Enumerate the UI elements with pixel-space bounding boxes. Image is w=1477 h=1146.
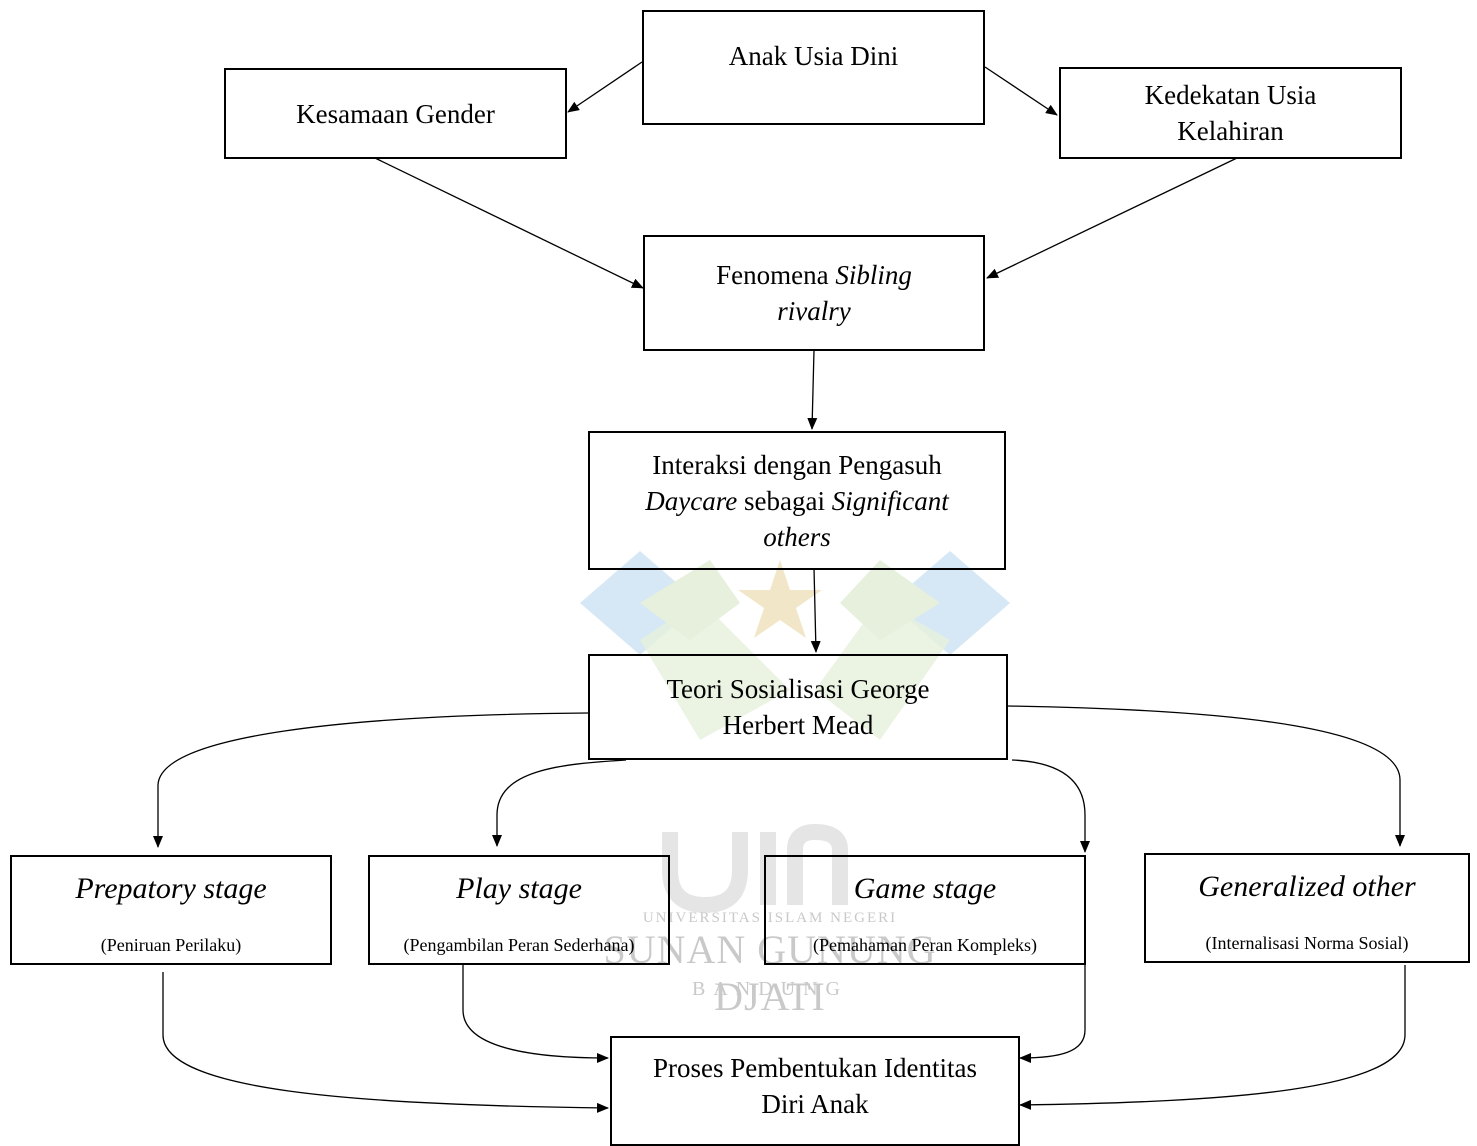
node-generalized-subtitle: (Internalisasi Norma Sosial) (1205, 933, 1409, 953)
node-teori-line1: Teori Sosialisasi George (666, 674, 930, 704)
node-interaksi-line1: Interaksi dengan Pengasuh (652, 449, 942, 480)
edge-interaksi-to-teori (810, 567, 821, 653)
node-prepatory-title: Prepatory stage (75, 872, 267, 905)
node-gender-label: Kesamaan Gender (296, 98, 495, 129)
edge-teori-to-prepatory (153, 712, 589, 848)
node-interaksi-italic-others: others (763, 521, 831, 552)
watermark-line-city: BANDUNG (692, 978, 848, 1000)
node-anak-usia-dini: Anak Usia Dini (642, 10, 985, 125)
edge-play-to-proses (462, 965, 609, 1063)
node-fenomena-italic-sibling: Sibling (835, 260, 912, 290)
node-fenomena-line1: Fenomena Sibling (716, 257, 912, 293)
node-kedekatan-line2: Kelahiran (1177, 116, 1284, 146)
node-interaksi-italic-daycare: Daycare (645, 485, 738, 516)
node-generalized-other: Generalized other (Internalisasi Norma S… (1144, 853, 1470, 963)
edge-teori-to-game (1011, 759, 1090, 853)
node-interaksi-pengasuh: Interaksi dengan Pengasuh Daycare sebaga… (588, 431, 1006, 570)
edge-generalized-to-proses (1019, 965, 1406, 1110)
node-prepatory-stage: Prepatory stage (Peniruan Perilaku) (10, 855, 332, 965)
edge-anak-to-kedekatan (984, 66, 1058, 116)
edge-kedekatan-to-fenomena (986, 157, 1238, 279)
node-game-subtitle: (Pemahaman Peran Kompleks) (813, 935, 1037, 955)
node-interaksi-line2: Daycare sebagai Significant (645, 483, 948, 519)
node-fenomena-prefix: Fenomena (716, 260, 836, 290)
edge-game-to-proses (1019, 965, 1086, 1063)
node-proses-line1: Proses Pembentukan Identitas (653, 1053, 977, 1083)
edge-anak-to-gender (567, 61, 643, 113)
node-interaksi-mid: sebagai (737, 485, 832, 516)
edge-teori-to-generalized (1007, 705, 1405, 847)
edge-gender-to-fenomena (374, 157, 644, 289)
node-prepatory-subtitle: (Peniruan Perilaku) (100, 935, 242, 955)
edge-prepatory-to-proses (162, 972, 609, 1113)
node-teori-sosialisasi: Teori Sosialisasi George Herbert Mead (588, 654, 1008, 760)
node-kedekatan-usia: Kedekatan Usia Kelahiran (1059, 67, 1402, 159)
node-fenomena-sibling-rivalry: Fenomena Sibling rivalry (643, 235, 985, 351)
node-kesamaan-gender: Kesamaan Gender (224, 68, 567, 159)
node-teori-line2: Herbert Mead (722, 710, 874, 740)
node-interaksi-italic-significant: Significant (831, 485, 949, 516)
node-play-stage: Play stage (Pengambilan Peran Sederhana) (368, 855, 670, 965)
node-proses-pembentukan: Proses Pembentukan Identitas Diri Anak (610, 1036, 1020, 1146)
watermark-line-university: UNIVERSITAS ISLAM NEGERI (642, 910, 898, 926)
node-generalized-title: Generalized other (1198, 870, 1416, 903)
node-kedekatan-line1: Kedekatan Usia (1144, 80, 1317, 110)
node-game-stage: Game stage (Pemahaman Peran Kompleks) (764, 855, 1086, 965)
edge-teori-to-play (492, 759, 627, 847)
node-game-title: Game stage (853, 872, 997, 905)
node-fenomena-italic-rivalry: rivalry (777, 296, 851, 326)
node-anak-label: Anak Usia Dini (728, 41, 899, 71)
node-proses-line2: Diri Anak (761, 1089, 869, 1119)
edge-fenomena-to-interaksi (807, 349, 818, 430)
node-play-subtitle: (Pengambilan Peran Sederhana) (403, 935, 635, 955)
node-play-title: Play stage (456, 872, 582, 905)
